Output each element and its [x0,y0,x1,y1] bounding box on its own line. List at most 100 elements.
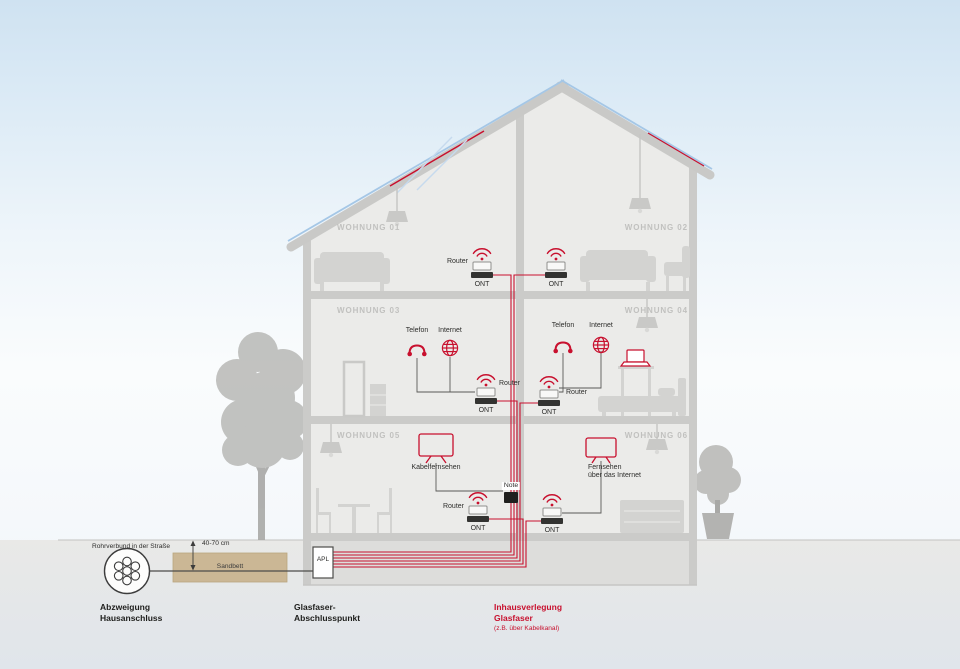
ont-label-w03: ONT [478,407,494,414]
globe-icon-w04 [592,336,610,354]
router-ont-unit-w02 [545,248,567,278]
apl-label: APL [316,556,330,563]
phone-icon-w03 [407,344,427,357]
router-ont-unit-w05 [467,492,489,522]
telefon-label-w03: Telefon [405,327,429,334]
fernsehen-line1: Fernsehen [588,464,622,471]
apartment-label-06: WOHNUNG 06 [624,431,688,440]
wifi-icon [468,492,488,501]
fernsehen-internet-label: Fernsehen über das Internet [588,464,641,480]
potted-plant-silhouette [694,445,741,539]
ont-label-w05: ONT [470,525,486,532]
apartment-label-02: WOHNUNG 02 [624,223,688,232]
sideboard-w06 [620,500,684,533]
sofa-silhouette-w01 [314,252,390,291]
router-device [476,387,496,397]
sandbett-label: Sandbett [216,563,244,570]
note-device [504,492,518,503]
roof-accent-blue-left [287,79,565,242]
bed-silhouette-w04 [598,378,686,416]
internet-label-w04: Internet [589,322,613,329]
caption-inhaus-line3: (z.B. über Kabelkanal) [494,625,560,632]
caption-abzweigung-line1: Abzweigung [100,602,151,612]
roof-streak-2 [416,139,468,191]
pendant-lamp-w05 [320,424,342,458]
router-ont-unit-w01 [471,248,493,278]
router-ont-unit-w04 [538,376,560,406]
caption-abzweigung-line2: Hausanschluss [100,612,163,623]
furniture [314,246,690,533]
rohrverbund-label: Rohrverbund in der Straße [92,543,171,550]
fernsehen-line2: über das Internet [588,472,641,480]
door-frame-w03 [342,360,366,418]
wifi-icon [539,376,559,385]
pendant-lamp-w06 [646,424,668,455]
depth-marker [190,540,196,571]
caption-glasfaser-line1: Glasfaser- [294,602,336,612]
caption-inhaus-line2: Glasfaser [494,612,533,623]
apartment-label-04: WOHNUNG 04 [624,306,688,315]
wifi-icon [542,494,562,503]
apartment-label-03: WOHNUNG 03 [337,306,401,315]
ont-device [541,518,563,524]
roof-accent-red-right [647,132,705,167]
tree-silhouette [216,332,308,540]
telefon-label-w04: Telefon [551,322,575,329]
dining-set-w05 [316,488,392,533]
router-device [539,389,559,399]
right-wall [689,166,697,585]
caption-inhaus-line1: Inhausverlegung [494,602,563,612]
router-label-w03: Router [499,380,521,387]
duct-cross-section [103,547,151,595]
pendant-lamp-w01 [386,187,408,227]
ont-label-w04: ONT [541,409,557,416]
center-wall [516,111,524,534]
roof-streak-1 [396,136,453,194]
router-label-w01: Router [446,258,468,265]
globe-icon-w03 [441,339,459,357]
tv-icon-internet-tv [585,437,617,464]
ont-device [475,398,497,404]
laptop-icon-w04 [619,349,652,367]
wifi-icon [476,374,496,383]
caption-abzweigung-hausanschluss: Abzweigung Hausanschluss [100,602,162,623]
router-device [468,505,488,515]
apartment-label-05: WOHNUNG 05 [337,431,401,440]
router-device [472,261,492,271]
house-interior [303,86,697,585]
note-label: Note [501,482,521,490]
shelf-w03 [370,384,386,416]
phone-icon-w04 [553,341,573,354]
floor-attic [303,291,697,299]
wifi-icon [546,248,566,257]
wifi-icon [472,248,492,257]
apl-box [312,546,334,579]
left-wall [303,237,311,585]
desk-silhouette-w04 [618,366,654,416]
router-label-w04: Router [566,389,588,396]
floor-middle [303,416,697,424]
internet-label-w03: Internet [438,327,462,334]
depth-label: 40-70 cm [202,540,230,547]
ont-label-w02: ONT [548,281,564,288]
router-device [546,261,566,271]
roof [286,79,715,252]
floor-ground [303,533,697,541]
ont-device [471,272,493,278]
sofa-silhouette-w02 [580,246,690,291]
foundation [303,541,697,585]
device-connection-lines [416,351,602,514]
house-structure [286,79,715,586]
caption-inhausverlegung: Inhausverlegung Glasfaser (z.B. über Kab… [494,602,562,635]
router-ont-unit-w06 [541,494,563,524]
caption-glasfaser-abschlusspunkt: Glasfaser- Abschlusspunkt [294,602,360,623]
ont-label-w01: ONT [474,281,490,288]
apartment-label-01: WOHNUNG 01 [337,223,401,232]
caption-glasfaser-line2: Abschlusspunkt [294,612,361,623]
ont-device [467,516,489,522]
router-device [542,507,562,517]
pendant-lamp-w02 [629,134,651,214]
pendant-lamp-w04 [636,299,658,333]
kabelfernsehen-label: Kabelfernsehen [411,464,461,471]
